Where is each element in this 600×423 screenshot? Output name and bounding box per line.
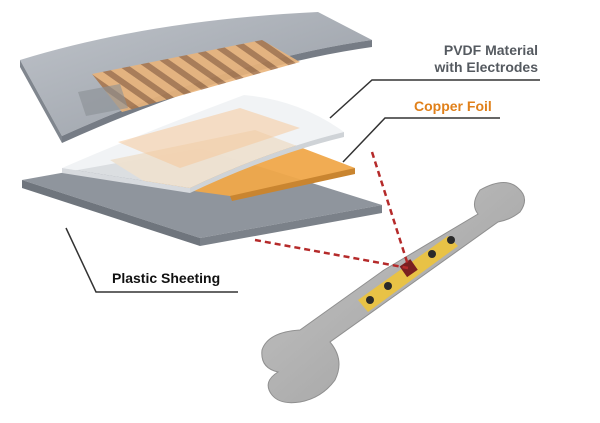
sensor-dot	[384, 282, 392, 290]
sensor-chip	[399, 259, 418, 278]
copper-foil-label: Copper Foil	[414, 98, 492, 114]
sensor-dot	[366, 296, 374, 304]
bone-sensor-strip	[358, 236, 458, 312]
sensor-dot	[447, 236, 455, 244]
pvdf-leader-line	[329, 79, 540, 119]
pvdf-film	[62, 95, 344, 193]
plastic-sheeting-label: Plastic Sheeting	[112, 270, 221, 286]
pvdf-label: PVDF Material with Electrodes	[435, 42, 538, 76]
pvdf-label-line1: PVDF Material	[443, 42, 538, 58]
projection-line-horizontal	[254, 238, 409, 270]
sensor-dot	[428, 250, 436, 258]
copper-leader-line	[342, 117, 500, 163]
top-plastic-sheet	[20, 12, 372, 143]
electrode-pattern	[92, 40, 300, 112]
pvdf-label-line2: with Electrodes	[434, 59, 538, 75]
plastic-leader-line	[65, 227, 238, 293]
